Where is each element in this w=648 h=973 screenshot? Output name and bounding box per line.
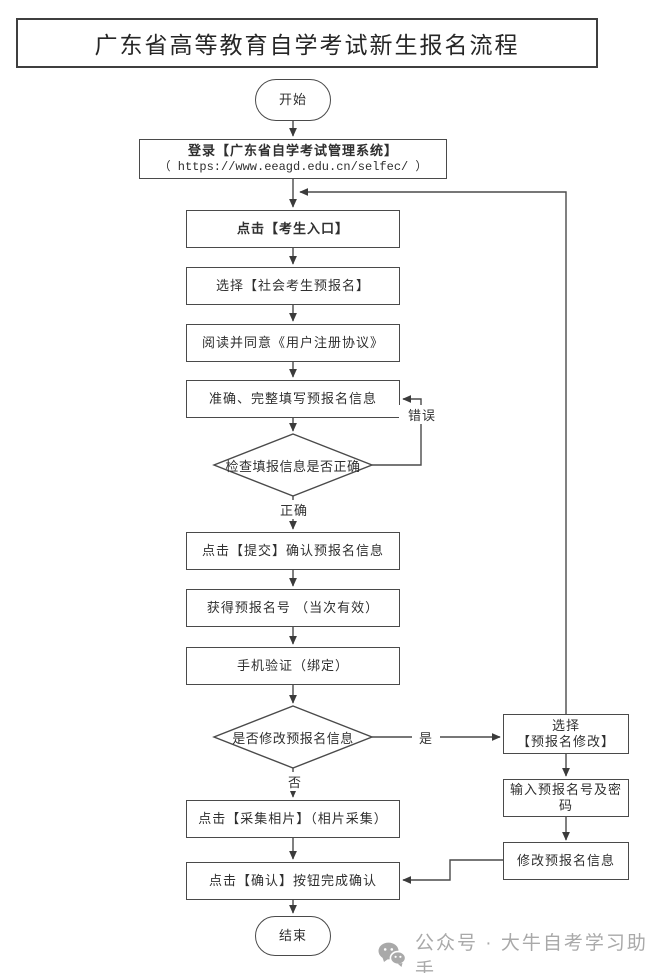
step-get-preregistration-number: 获得预报名号 （当次有效） [186,589,400,627]
modify-info-label: 修改预报名信息 [516,853,615,868]
edge-return-to-main [299,188,567,714]
decision-modify-info: 是否修改预报名信息 [214,716,372,758]
enter-credentials-label: 输入预报名号及密码 [509,782,622,813]
edge-label-correct: 正确 [270,500,318,519]
step-select-modify: 选择 【预报名修改】 [503,714,629,754]
footer-brand: 公众号 · 大牛自考学习助手 [378,928,648,973]
decision-check-label: 检查填报信息是否正确 [225,458,361,474]
collect-photo-label: 点击【采集相片】（相片采集） [198,811,388,826]
start-label: 开始 [278,92,307,107]
edge-label-no: 否 [281,772,309,791]
page-title: 广东省高等教育自学考试新生报名流程 [94,33,520,58]
step-select-social-preregistration: 选择【社会考生预报名】 [186,267,400,305]
submit-label: 点击【提交】确认预报名信息 [201,543,384,558]
end-terminal: 结束 [255,916,331,956]
step-candidate-entry: 点击【考生入口】 [186,210,400,248]
title-box: 广东省高等教育自学考试新生报名流程 [16,18,598,68]
select-modify-line2: 【预报名修改】 [516,734,615,749]
step-collect-photo: 点击【采集相片】（相片采集） [186,800,400,838]
step-enter-credentials: 输入预报名号及密码 [503,779,629,817]
edge-modify-confirm [402,859,503,884]
edge-error-loop [372,395,422,466]
footer-brand-text: 公众号 · 大牛自考学习助手 [415,933,648,973]
step-submit-confirm-info: 点击【提交】确认预报名信息 [186,532,400,570]
select-modify-line1: 选择 [551,718,580,733]
wechat-icon [378,942,406,967]
step-agree-user-agreement: 阅读并同意《用户注册协议》 [186,324,400,362]
decision-modify-label: 是否修改预报名信息 [232,730,354,746]
edge-label-yes: 是 [412,728,440,747]
agreement-label: 阅读并同意《用户注册协议》 [201,335,384,350]
decision-check-shape [212,433,374,497]
start-terminal: 开始 [255,79,331,121]
step-fill-preregistration-info: 准确、完整填写预报名信息 [186,380,400,418]
phone-verify-label: 手机验证（绑定） [236,658,349,673]
decision-modify-shape [212,705,374,769]
fill-info-label: 准确、完整填写预报名信息 [208,391,377,406]
step-phone-verification: 手机验证（绑定） [186,647,400,685]
login-line1: 登录【广东省自学考试管理系统】 [187,143,398,158]
candidate-entry-label: 点击【考生入口】 [236,221,349,236]
end-label: 结束 [278,928,307,943]
login-url: （ https://www.eeagd.edu.cn/selfec/ ） [158,160,428,174]
select-social-label: 选择【社会考生预报名】 [215,278,370,293]
step-login-system: 登录【广东省自学考试管理系统】 （ https://www.eeagd.edu.… [139,139,447,179]
decision-check-info: 检查填报信息是否正确 [214,444,372,486]
confirm-label: 点击【确认】按钮完成确认 [208,873,377,888]
edge-label-error: 错误 [399,405,445,424]
step-modify-info: 修改预报名信息 [503,842,629,880]
get-number-label: 获得预报名号 （当次有效） [206,600,380,615]
step-confirm-complete: 点击【确认】按钮完成确认 [186,862,400,900]
